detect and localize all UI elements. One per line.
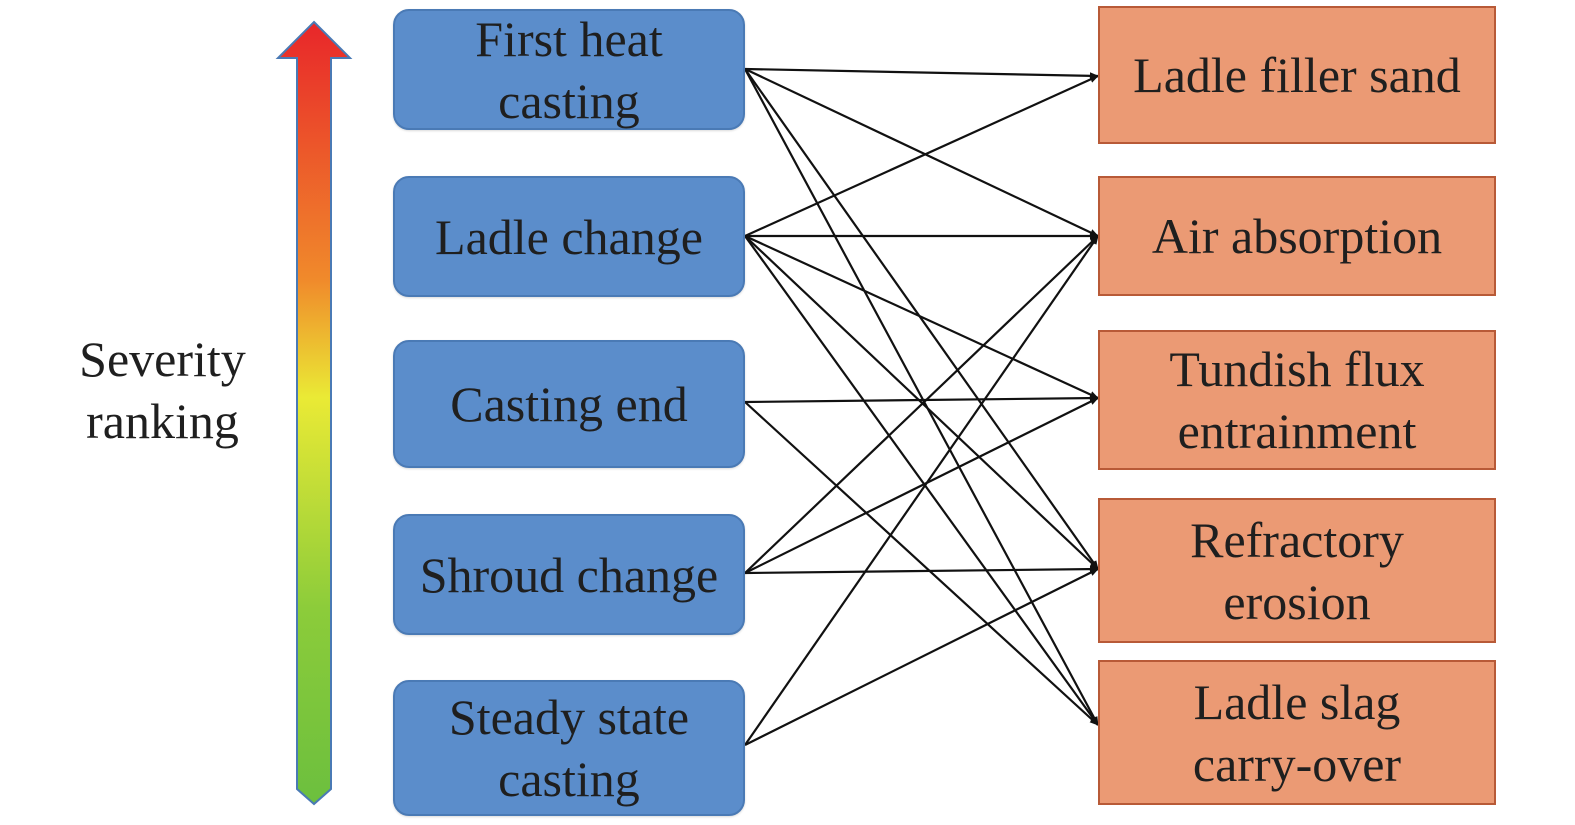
link-ladle-change-to-ladle-slag bbox=[744, 235, 1099, 726]
source-refractory-erosion: Refractory erosion bbox=[1098, 498, 1496, 643]
stage-first-heat: First heat casting bbox=[393, 9, 745, 130]
source-label-line1: Air absorption bbox=[1151, 208, 1443, 264]
source-label-line1: Ladle filler sand bbox=[1133, 47, 1461, 103]
stage-label-line1: Ladle change bbox=[435, 208, 703, 265]
link-first-heat-to-air-absorption bbox=[744, 68, 1099, 237]
source-label-line1: Ladle slag bbox=[1193, 673, 1401, 730]
severity-ranking-label: Severity ranking bbox=[40, 328, 285, 452]
severity-arrow-shape bbox=[275, 20, 353, 806]
source-label-line1: Refractory bbox=[1190, 511, 1404, 568]
severity-arrow bbox=[275, 20, 353, 806]
stage-casting-end: Casting end bbox=[393, 340, 745, 468]
link-casting-end-to-tundish-flux bbox=[744, 394, 1099, 404]
link-shroud-change-to-air-absorption bbox=[744, 235, 1099, 574]
link-first-heat-to-refractory bbox=[744, 68, 1099, 570]
severity-label-line2: ranking bbox=[86, 393, 239, 449]
link-steady-state-to-air-absorption bbox=[744, 235, 1099, 746]
link-casting-end-to-ladle-slag bbox=[744, 401, 1099, 726]
stage-label-line1: Steady state bbox=[448, 689, 690, 745]
link-first-heat-to-filler-sand bbox=[744, 67, 1099, 80]
source-label-line2: entrainment bbox=[1177, 403, 1417, 459]
source-tundish-flux-entrainment: Tundish flux entrainment bbox=[1098, 330, 1496, 470]
stage-steady-state: Steady state casting bbox=[393, 680, 745, 816]
source-air-absorption: Air absorption bbox=[1098, 176, 1496, 296]
stage-label-line1: Shroud change bbox=[419, 546, 719, 603]
source-label-line1: Tundish flux bbox=[1169, 341, 1425, 397]
stage-label-line1: Casting end bbox=[450, 376, 688, 432]
link-steady-state-to-refractory bbox=[744, 568, 1099, 746]
stage-ladle-change: Ladle change bbox=[393, 176, 745, 297]
severity-label-line1: Severity bbox=[79, 331, 246, 387]
source-ladle-slag-carry-over: Ladle slag carry-over bbox=[1098, 660, 1496, 805]
link-shroud-change-to-refractory bbox=[744, 565, 1099, 575]
link-ladle-change-to-refractory bbox=[744, 235, 1099, 570]
stage-label-line1: First heat bbox=[475, 10, 663, 67]
source-label-line2: erosion bbox=[1223, 573, 1371, 630]
link-first-heat-to-ladle-slag bbox=[744, 68, 1099, 726]
stage-label-line2: casting bbox=[498, 72, 640, 129]
source-ladle-filler-sand: Ladle filler sand bbox=[1098, 6, 1496, 144]
link-shroud-change-to-tundish-flux bbox=[744, 397, 1099, 574]
stage-shroud-change: Shroud change bbox=[393, 514, 745, 635]
link-ladle-change-to-tundish-flux bbox=[744, 235, 1099, 399]
link-ladle-change-to-filler-sand bbox=[744, 74, 1099, 238]
source-label-line2: carry-over bbox=[1192, 735, 1402, 792]
stage-label-line2: casting bbox=[498, 751, 640, 807]
